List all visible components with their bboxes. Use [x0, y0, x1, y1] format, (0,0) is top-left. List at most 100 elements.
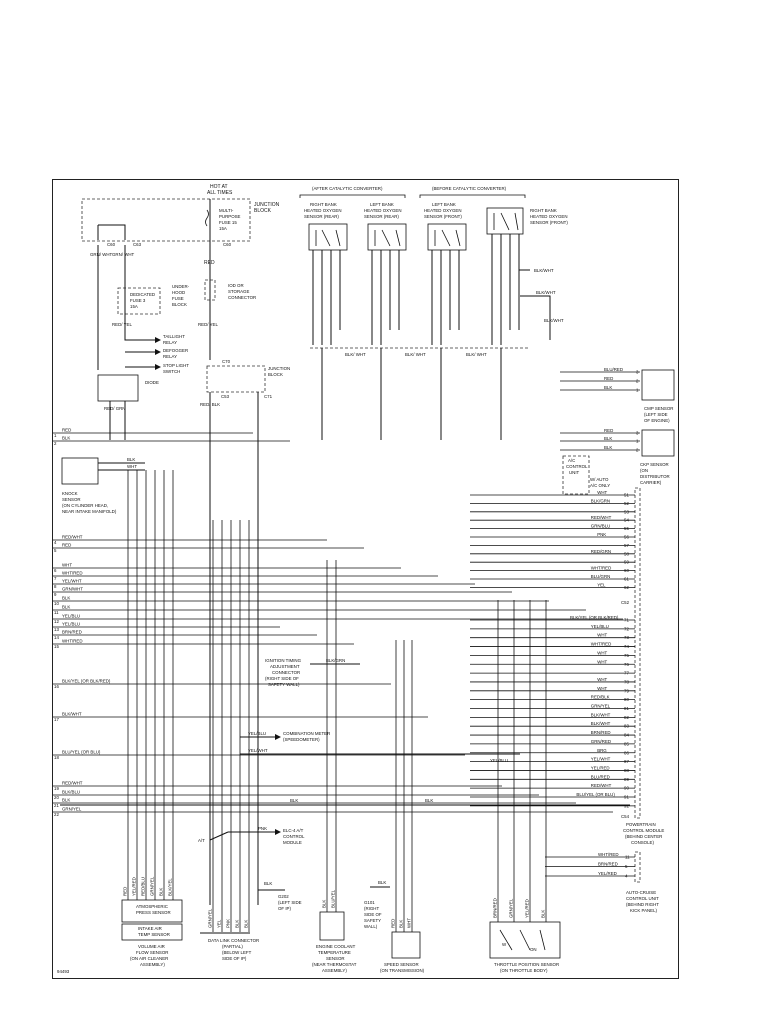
right-rear-label-1: RIGHT BANK	[310, 202, 337, 207]
blk-wht-label-a: BLK/ WHT	[345, 352, 366, 357]
blk-horizontal-1: BLK	[290, 798, 298, 803]
knock-label-4: NEAR INTAKE MANIFOLD)	[62, 509, 117, 514]
pcm-pin-label: YEL/WHT	[591, 757, 611, 762]
knock-label-2: SENSOR	[62, 497, 81, 502]
left-input-label: BLK/YEL (OR BLK/RED)	[62, 679, 111, 684]
rf-o2-extra	[519, 269, 551, 340]
pcm-pin-label: RED/BLK	[591, 695, 610, 700]
pcm-pin-label: YEL/BLU	[591, 624, 609, 629]
atm-1: ATMOSPHERIC	[136, 904, 168, 909]
comb-meter-1: COMBINATION METER	[283, 731, 330, 736]
left-input-label: BLU/YEL (OR BLU)	[62, 750, 101, 755]
knock-wht: WHT	[127, 464, 137, 469]
vaf-label: GRN/YEL	[150, 876, 155, 896]
pcm-pin-number: 82	[624, 715, 629, 720]
cruise-pin-number: 4	[625, 874, 628, 879]
left-input-label: RED/WHT	[62, 781, 83, 786]
cruise-name-1: AUTO-CRUISE	[626, 890, 656, 895]
left-input-number: 12	[54, 619, 59, 624]
at-switch	[209, 831, 275, 841]
pcm-pin-number: 2	[636, 379, 639, 384]
tps-label: YEL/RED	[525, 899, 530, 918]
pcm-pin-number: 92	[624, 803, 629, 808]
elc-2: CONTROL	[283, 834, 305, 839]
lr-o2-wires	[371, 250, 400, 345]
left-input-label: RED	[62, 543, 71, 548]
junction-block-label-2: BLOCK	[254, 208, 272, 214]
taillight-relay-2: RELAY	[163, 340, 177, 345]
dedicated-fuse-1: DEDICATED	[130, 292, 155, 297]
pnk-label: PNK	[258, 826, 267, 831]
dlc-2: (PARTIAL)	[222, 944, 243, 949]
blk-g202: BLK	[264, 881, 272, 886]
pcm-pin-label: WHT	[597, 633, 607, 638]
diagram-frame	[52, 179, 679, 979]
left-input-label: BLK	[62, 596, 70, 601]
c54-label: C54	[621, 814, 630, 819]
left-front-o2-sensor: LEFT BANK HEATED OXYGEN SENSOR (FRONT)	[424, 202, 467, 251]
pcm-pin-label: WHT	[597, 659, 607, 664]
vaf-1: VOLUME AIR	[138, 944, 165, 949]
ign-storage-2: STORAGE	[228, 289, 249, 294]
left-input-number: 17	[54, 717, 59, 722]
cmp-label-3: OF ENGINE)	[644, 418, 670, 423]
right-front-label-3: SENSOR (FRONT)	[530, 220, 568, 225]
left-rear-label-1: LEFT BANK	[370, 202, 394, 207]
g202-3: OF IP)	[278, 906, 291, 911]
pcm-pin-number: 79	[624, 688, 629, 693]
left-input-label: WHT	[62, 563, 72, 568]
left-input-number: 13	[54, 627, 59, 632]
pcm-pin-label: WHT	[597, 650, 607, 655]
vaf-4: ASSEMBLY)	[140, 962, 165, 967]
cruise-pin-number: 11	[625, 855, 630, 860]
dlc-3: (BELOW LEFT	[222, 950, 252, 955]
right-front-label-1: RIGHT BANK	[530, 208, 557, 213]
knock-wires	[98, 462, 145, 471]
dlc-label: BLK	[244, 920, 249, 928]
blk-wht-label-c: BLK/ WHT	[466, 352, 487, 357]
left-front-label-1: LEFT BANK	[432, 202, 456, 207]
left-input-number: 14	[54, 635, 59, 640]
pcm-pin-number: 54	[624, 518, 629, 523]
yel-wht-mid: YEL/WHT	[248, 748, 268, 753]
pcm-pin-label: RED	[604, 428, 613, 433]
ign-timing-2: ADJUSTMENT	[270, 664, 300, 669]
left-input-number: 21	[54, 803, 59, 808]
ac-label-2: CONTROL	[566, 464, 588, 469]
pcm-pin-number: 58	[624, 551, 629, 556]
left-input-label: BLK/WHT	[62, 712, 82, 717]
pcm-pin-number: 1	[636, 439, 639, 444]
left-input-label: BLK	[62, 798, 70, 803]
tps-label: BLK	[541, 910, 546, 918]
ign-storage-box	[204, 279, 216, 301]
cruise-name-3: (BEHIND RIGHT	[626, 902, 659, 907]
pcm-pin-number: 53	[624, 509, 629, 514]
dlc-label: GRN/YEL	[208, 908, 213, 928]
left-input-label: RED/WHT	[62, 535, 83, 540]
blk-horizontal-2: BLK	[425, 798, 433, 803]
g101-4: SAFETY	[364, 918, 381, 923]
elc-3: MODULE	[283, 840, 302, 845]
pcm-pin-number: 75	[624, 653, 629, 658]
pcm-pin-label: RED/GRN	[591, 549, 611, 554]
pcm-pin-label: BLK/GRN	[591, 498, 610, 503]
ckp-label-1: CKP SENSOR	[640, 462, 669, 467]
right-front-label-2: HEATED OXYGEN	[530, 214, 568, 219]
dedicated-fuse-3: 15A	[130, 304, 138, 309]
pcm-pin-number: 52	[624, 501, 629, 506]
ckp-label-4: CARRIER)	[640, 480, 662, 485]
pcm-pin-number: 55	[624, 526, 629, 531]
pcm-pin-number: 73	[624, 635, 629, 640]
pcm-pin-label: BLK/YEL (OR BLK/RED)	[570, 615, 619, 620]
left-input-number: 4	[54, 540, 57, 545]
hot-at-label-1: HOT AT	[210, 184, 228, 190]
left-input-number: 6	[54, 568, 57, 573]
yel-blu-right: YEL/BLU	[490, 758, 508, 763]
left-input-label: GRN/YEL	[62, 807, 82, 812]
left-input-number: 11	[54, 610, 59, 615]
tps-w: W	[502, 942, 507, 947]
pcm-pin-label: BLU/RED	[604, 367, 623, 372]
tps-on: ON	[530, 947, 537, 952]
pcm-pin-label: YEL	[597, 582, 606, 587]
